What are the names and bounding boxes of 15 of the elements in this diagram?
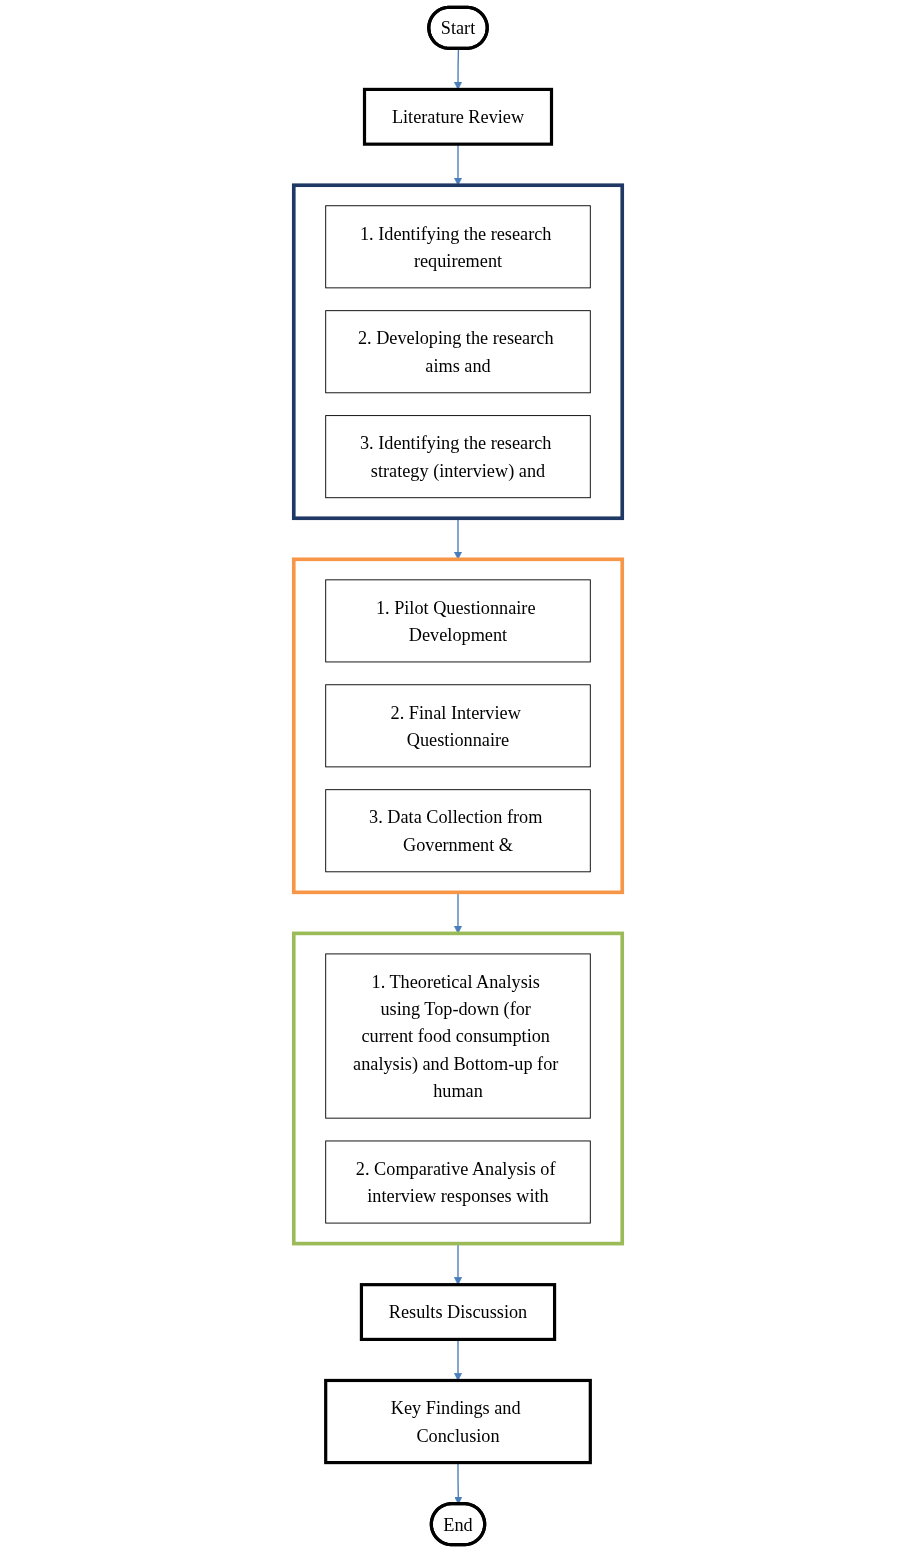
node-box: 2. Developing the research aims and: [325, 310, 591, 394]
node-box: 2. Final Interview Questionnaire: [325, 684, 591, 768]
cluster: [291, 557, 625, 895]
node-box: 1. Identifying the research requirement: [325, 205, 591, 289]
node-box: 1. Pilot Questionnaire Development: [325, 579, 591, 663]
node-box: 2. Comparative Analysis of interview responses with: [325, 1140, 591, 1224]
node-box: 3. Identifying the research strategy (interview) and: [325, 415, 591, 499]
cluster: [291, 931, 625, 1246]
node-box: Results Discussion: [359, 1283, 557, 1341]
node-box: Literature Review: [362, 87, 554, 146]
node-box: 1. Theoretical Analysis using Top-down (for current food consumption analysis) and Bottom-up for human: [325, 953, 591, 1119]
node-box: 3. Data Collection from Government &: [325, 789, 591, 873]
arrow: [454, 48, 462, 90]
node-box: Key Findings and Conclusion: [324, 1378, 592, 1465]
cluster: [291, 183, 625, 521]
